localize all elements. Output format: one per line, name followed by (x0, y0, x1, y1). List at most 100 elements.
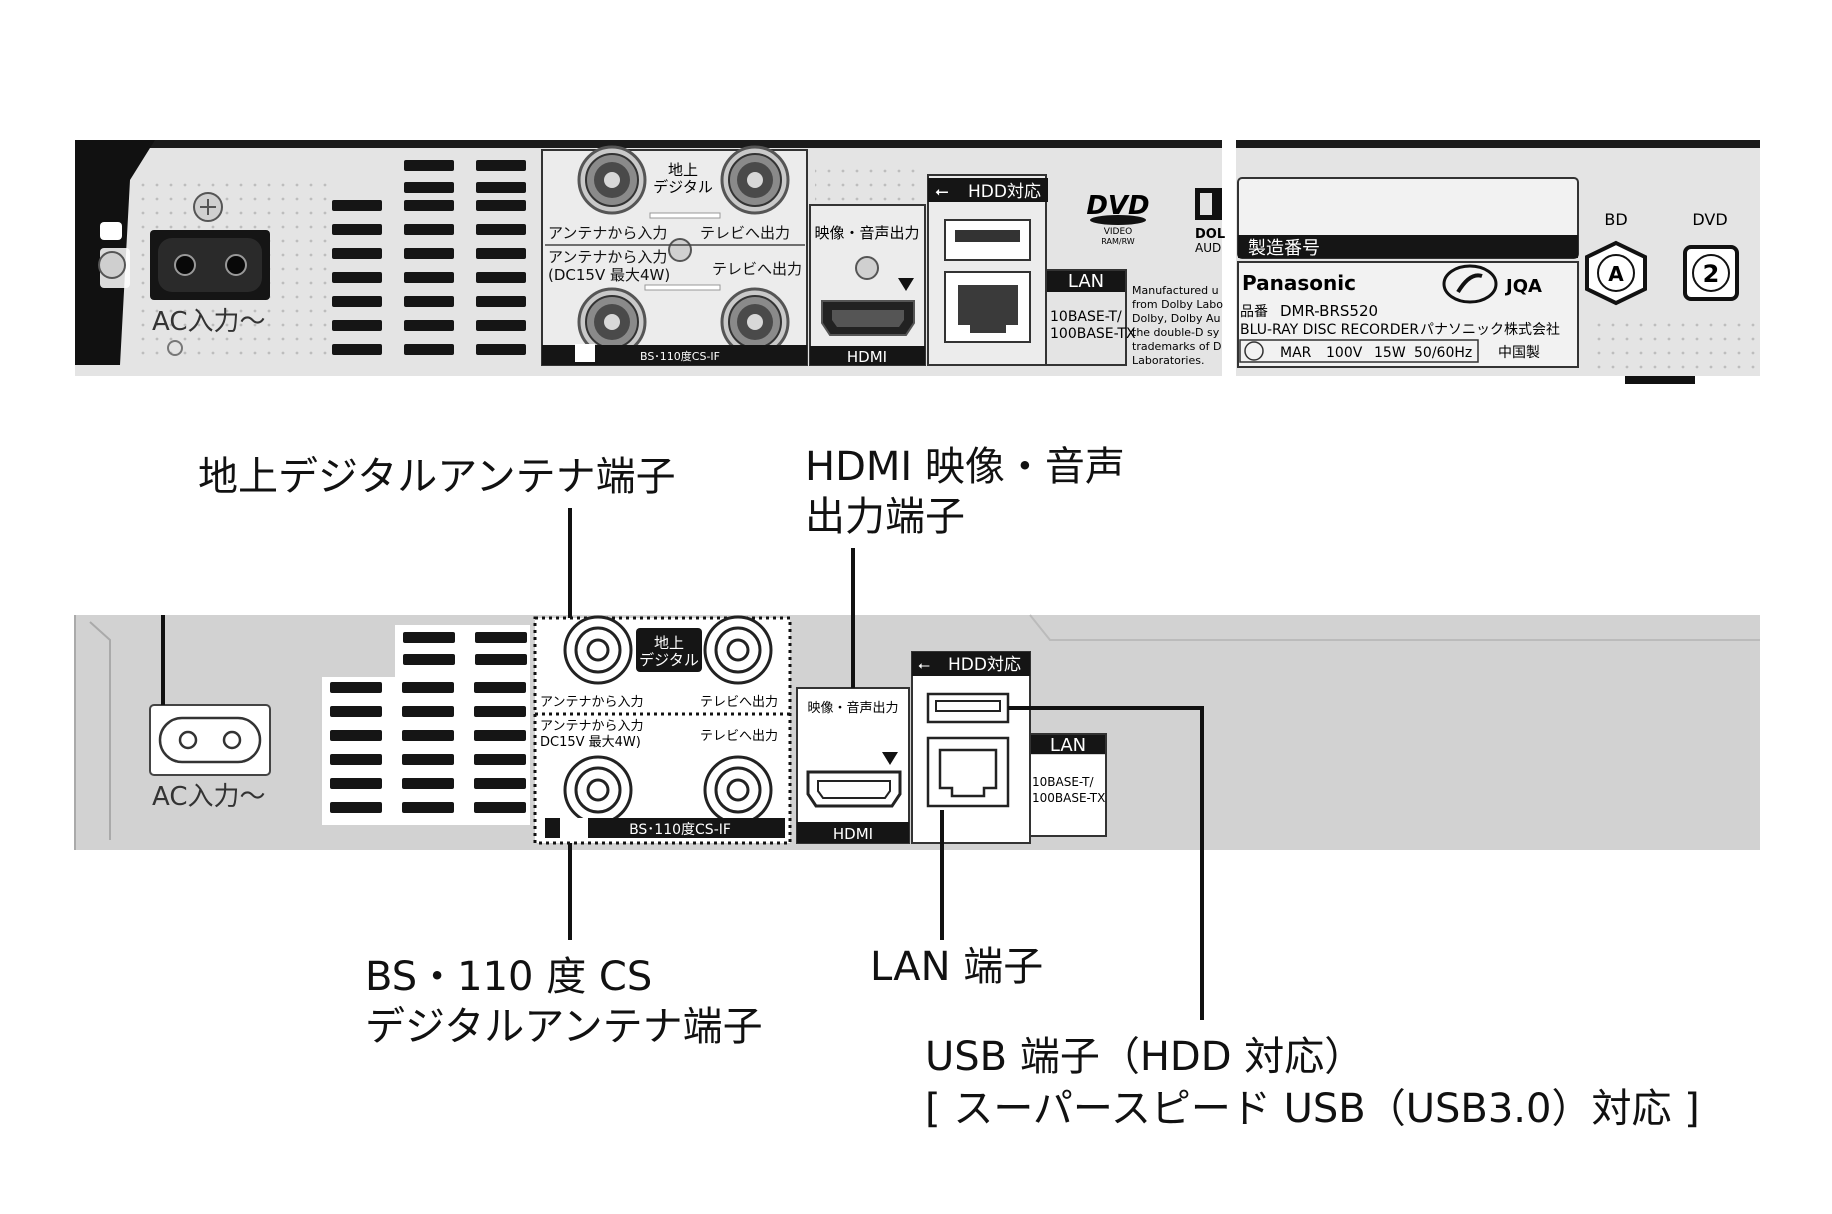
lan-label-photo: LAN (1068, 271, 1104, 292)
model-prefix: 品番 (1240, 304, 1268, 320)
bd-region-icon (1585, 240, 1647, 306)
hdmi-label-photo: HDMI (847, 348, 887, 366)
rating-1: 100V (1326, 345, 1363, 361)
tv-out-label-diagram: テレビへ出力 (700, 695, 778, 710)
screw-icon (98, 251, 126, 279)
vent-slot (403, 632, 455, 643)
pse-mark-icon (1244, 341, 1264, 361)
vent-slot (476, 296, 526, 307)
brand-label: Panasonic (1242, 271, 1356, 295)
maker-name: パナソニック株式会社 (1420, 322, 1560, 338)
bs-label-diagram: BS･110度CS-IF (629, 822, 731, 838)
vent-slot (476, 224, 526, 235)
vent-slot (474, 706, 526, 717)
dolby-notice-line: Dolby, Dolby Au (1132, 312, 1220, 325)
svg-text:RAM/RW: RAM/RW (1101, 237, 1135, 246)
dolby-notice-line: from Dolby Labo (1132, 298, 1223, 311)
vent-slot (476, 200, 526, 211)
vent-slot (330, 754, 382, 765)
terrestrial-out-connector-diagram (703, 615, 773, 685)
callout-bs-line2: デジタルアンテナ端子 (365, 1004, 763, 1050)
callout-lan: LAN 端子 (870, 944, 1043, 990)
terrestrial-in-connector (577, 145, 647, 215)
rating-0: MAR (1280, 345, 1312, 361)
vent-slot (402, 802, 454, 813)
vent-slot (474, 730, 526, 741)
ac-pin-icon (222, 730, 242, 750)
vent-slot (404, 296, 454, 307)
terrestrial-label-diagram: 地上デジタル (639, 634, 699, 669)
vent-slot (332, 272, 382, 283)
av-out-label-diagram: 映像・音声出力 (807, 700, 898, 716)
ac-label-photo: AC入力〜 (152, 307, 265, 337)
vent-slot (475, 632, 527, 643)
ac-label-diagram: AC入力〜 (152, 782, 265, 812)
callout-hdmi-line2: 出力端子 (805, 494, 965, 540)
usb-leader-line (1008, 706, 1204, 1020)
vent-slot (332, 344, 382, 355)
terrestrial-out-connector (720, 145, 790, 215)
vent-slot (474, 682, 526, 693)
vent-slot (404, 182, 454, 193)
photo-panel: AC入力〜 地上デジタル アンテナから入力 テレビへ出力 アンテナから入力 (D… (75, 140, 1760, 384)
vent-slot (402, 778, 454, 789)
rating-row (1239, 339, 1479, 363)
bs-tv-out-label-diagram: テレビへ出力 (700, 729, 778, 744)
vent-slot (404, 320, 454, 331)
av-out-label-photo: 映像・音声出力 (814, 224, 919, 242)
rating-label-box (1237, 261, 1579, 368)
svg-text:VIDEO: VIDEO (1104, 227, 1133, 237)
vent-slot (404, 344, 454, 355)
rating-2: 15W (1374, 345, 1406, 361)
hdmi-label-diagram: HDMI (833, 825, 873, 843)
svg-text:DOL: DOL (1195, 227, 1225, 242)
vent-slot (402, 706, 454, 717)
vent-grille-photo (332, 160, 526, 355)
origin-label: 中国製 (1498, 345, 1540, 361)
bs-power-label-diagram: DC15V 最大4W) (540, 735, 641, 750)
vent-slot (404, 160, 454, 171)
svg-text:JQA: JQA (1504, 276, 1542, 297)
bs-antenna-in-label-diagram: アンテナから入力 (540, 719, 643, 734)
bs-tv-out-label-photo: テレビへ出力 (712, 260, 802, 278)
vent-slot (332, 200, 382, 211)
callout-hdmi-line1: HDMI 映像・音声 (805, 444, 1125, 490)
dolby-notice-line: trademarks of D (1132, 340, 1221, 353)
vent-slot (330, 730, 382, 741)
bs-label-photo: BS･110度CS-IF (640, 349, 720, 363)
vent-slot (476, 182, 526, 193)
dvd-video-logo: DVD VIDEO RAM/RW (1086, 191, 1149, 246)
vent-slot (332, 320, 382, 331)
ac-pin-icon (174, 254, 196, 276)
vent-slot (402, 682, 454, 693)
product-name: BLU-RAY DISC RECORDER (1240, 322, 1419, 338)
terrestrial-in-connector-diagram (563, 615, 633, 685)
dolby-notice-line: Manufactured u (1132, 284, 1219, 297)
triangle-marker-icon (898, 278, 914, 291)
screw-icon (855, 256, 879, 280)
svg-text:AUD: AUD (1195, 241, 1221, 255)
lan-label-diagram: LAN (1050, 735, 1086, 756)
bd-label: BD (1604, 210, 1627, 229)
vent-slot (404, 272, 454, 283)
bs-antenna-in-label-photo: アンテナから入力 (548, 248, 667, 266)
lan-spec2-photo: 100BASE-TX (1050, 326, 1136, 342)
vent-slot (330, 802, 382, 813)
bd-region-code: A (1608, 262, 1624, 286)
vent-slot (332, 224, 382, 235)
bs-in-connector-diagram (563, 755, 633, 825)
vent-slot (403, 654, 455, 665)
serial-label: 製造番号 (1248, 238, 1320, 259)
callout-usb-line2: [ スーパースピード USB（USB3.0）対応 ] (925, 1086, 1700, 1132)
vent-slot (404, 200, 454, 211)
diagram-panel: AC入力〜 地上デジタル アンテナから入力 テレビへ出力 アンテナから入力 DC… (74, 614, 1760, 850)
callout-lines (161, 508, 1204, 1020)
vent-slot (402, 754, 454, 765)
vent-slot (402, 730, 454, 741)
model-number: DMR-BRS520 (1280, 302, 1378, 320)
callout-usb-line1: USB 端子（HDD 対応） (925, 1034, 1364, 1080)
callout-terrestrial: 地上デジタルアンテナ端子 (198, 454, 676, 500)
vent-slot (476, 272, 526, 283)
